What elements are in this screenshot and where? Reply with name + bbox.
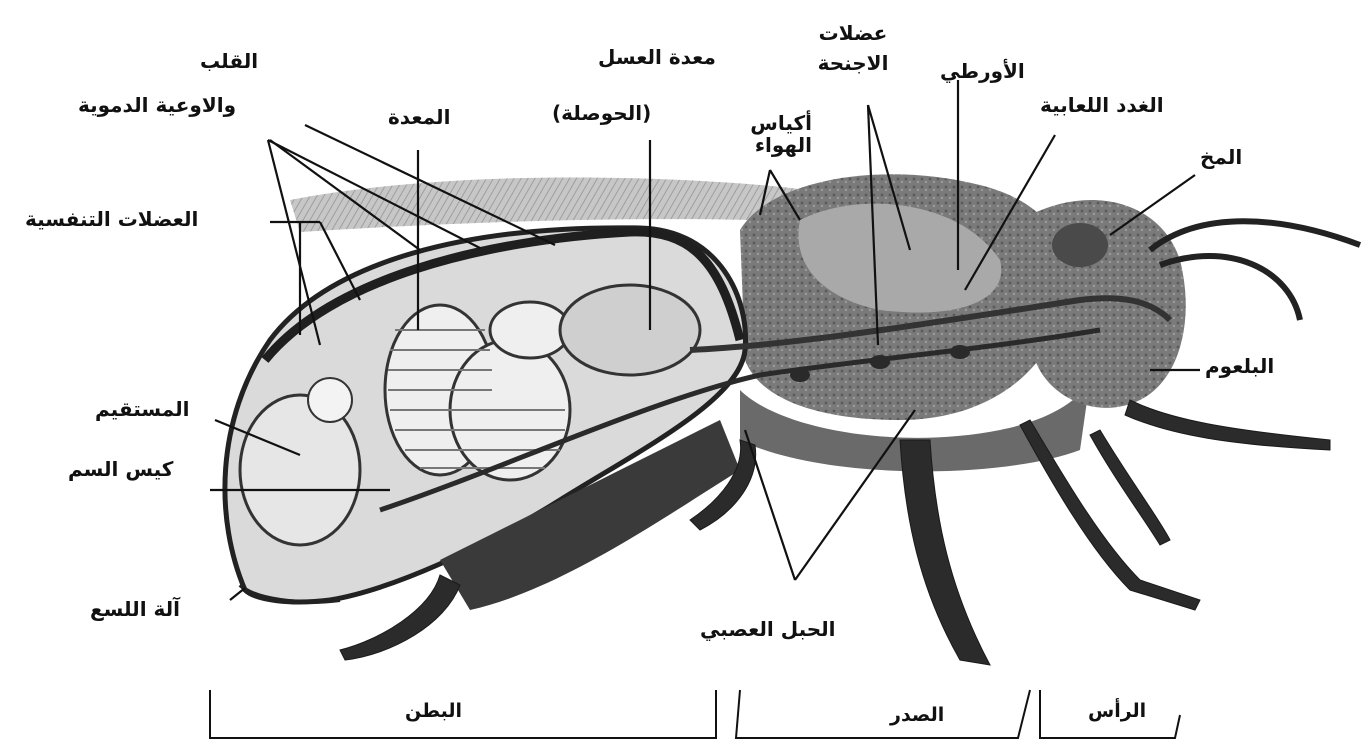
segment-abdomen: البطن [405,700,462,722]
segment-thorax: الصدر [890,704,944,726]
label-respiratory-muscles: العضلات التنفسية [25,208,198,230]
label-aorta: الأورطي [940,60,1025,82]
antenna-shape [1150,221,1360,250]
label-honey-stomach: معدة العسل [598,46,716,68]
venom-gland-shape [308,378,352,422]
label-crop: (الحوصلة) [552,102,651,124]
segment-head: الرأس [1088,700,1146,722]
label-blood-vessels: والاوعية الدموية [78,94,236,116]
label-brain: المخ [1200,146,1242,168]
label-sting: آلة اللسع [90,598,180,620]
label-air-sacs: أكياس الهواء [712,112,812,156]
segment-brackets [210,690,1180,738]
label-heart: القلب [200,50,258,72]
label-nerve-cord: الحبل العصبي [700,618,836,640]
label-esophagus: البلعوم [1205,355,1274,377]
label-rectum: المستقيم [95,398,190,420]
label-wing-muscles: عضلات الاجنحة [808,18,898,78]
label-stomach: المعدة [388,106,450,128]
honey-stomach-shape [560,285,700,375]
label-venom-sac: كيس السم [68,458,173,480]
eye-shape [1052,223,1108,267]
label-salivary-glands: الغدد اللعابية [1040,94,1164,116]
